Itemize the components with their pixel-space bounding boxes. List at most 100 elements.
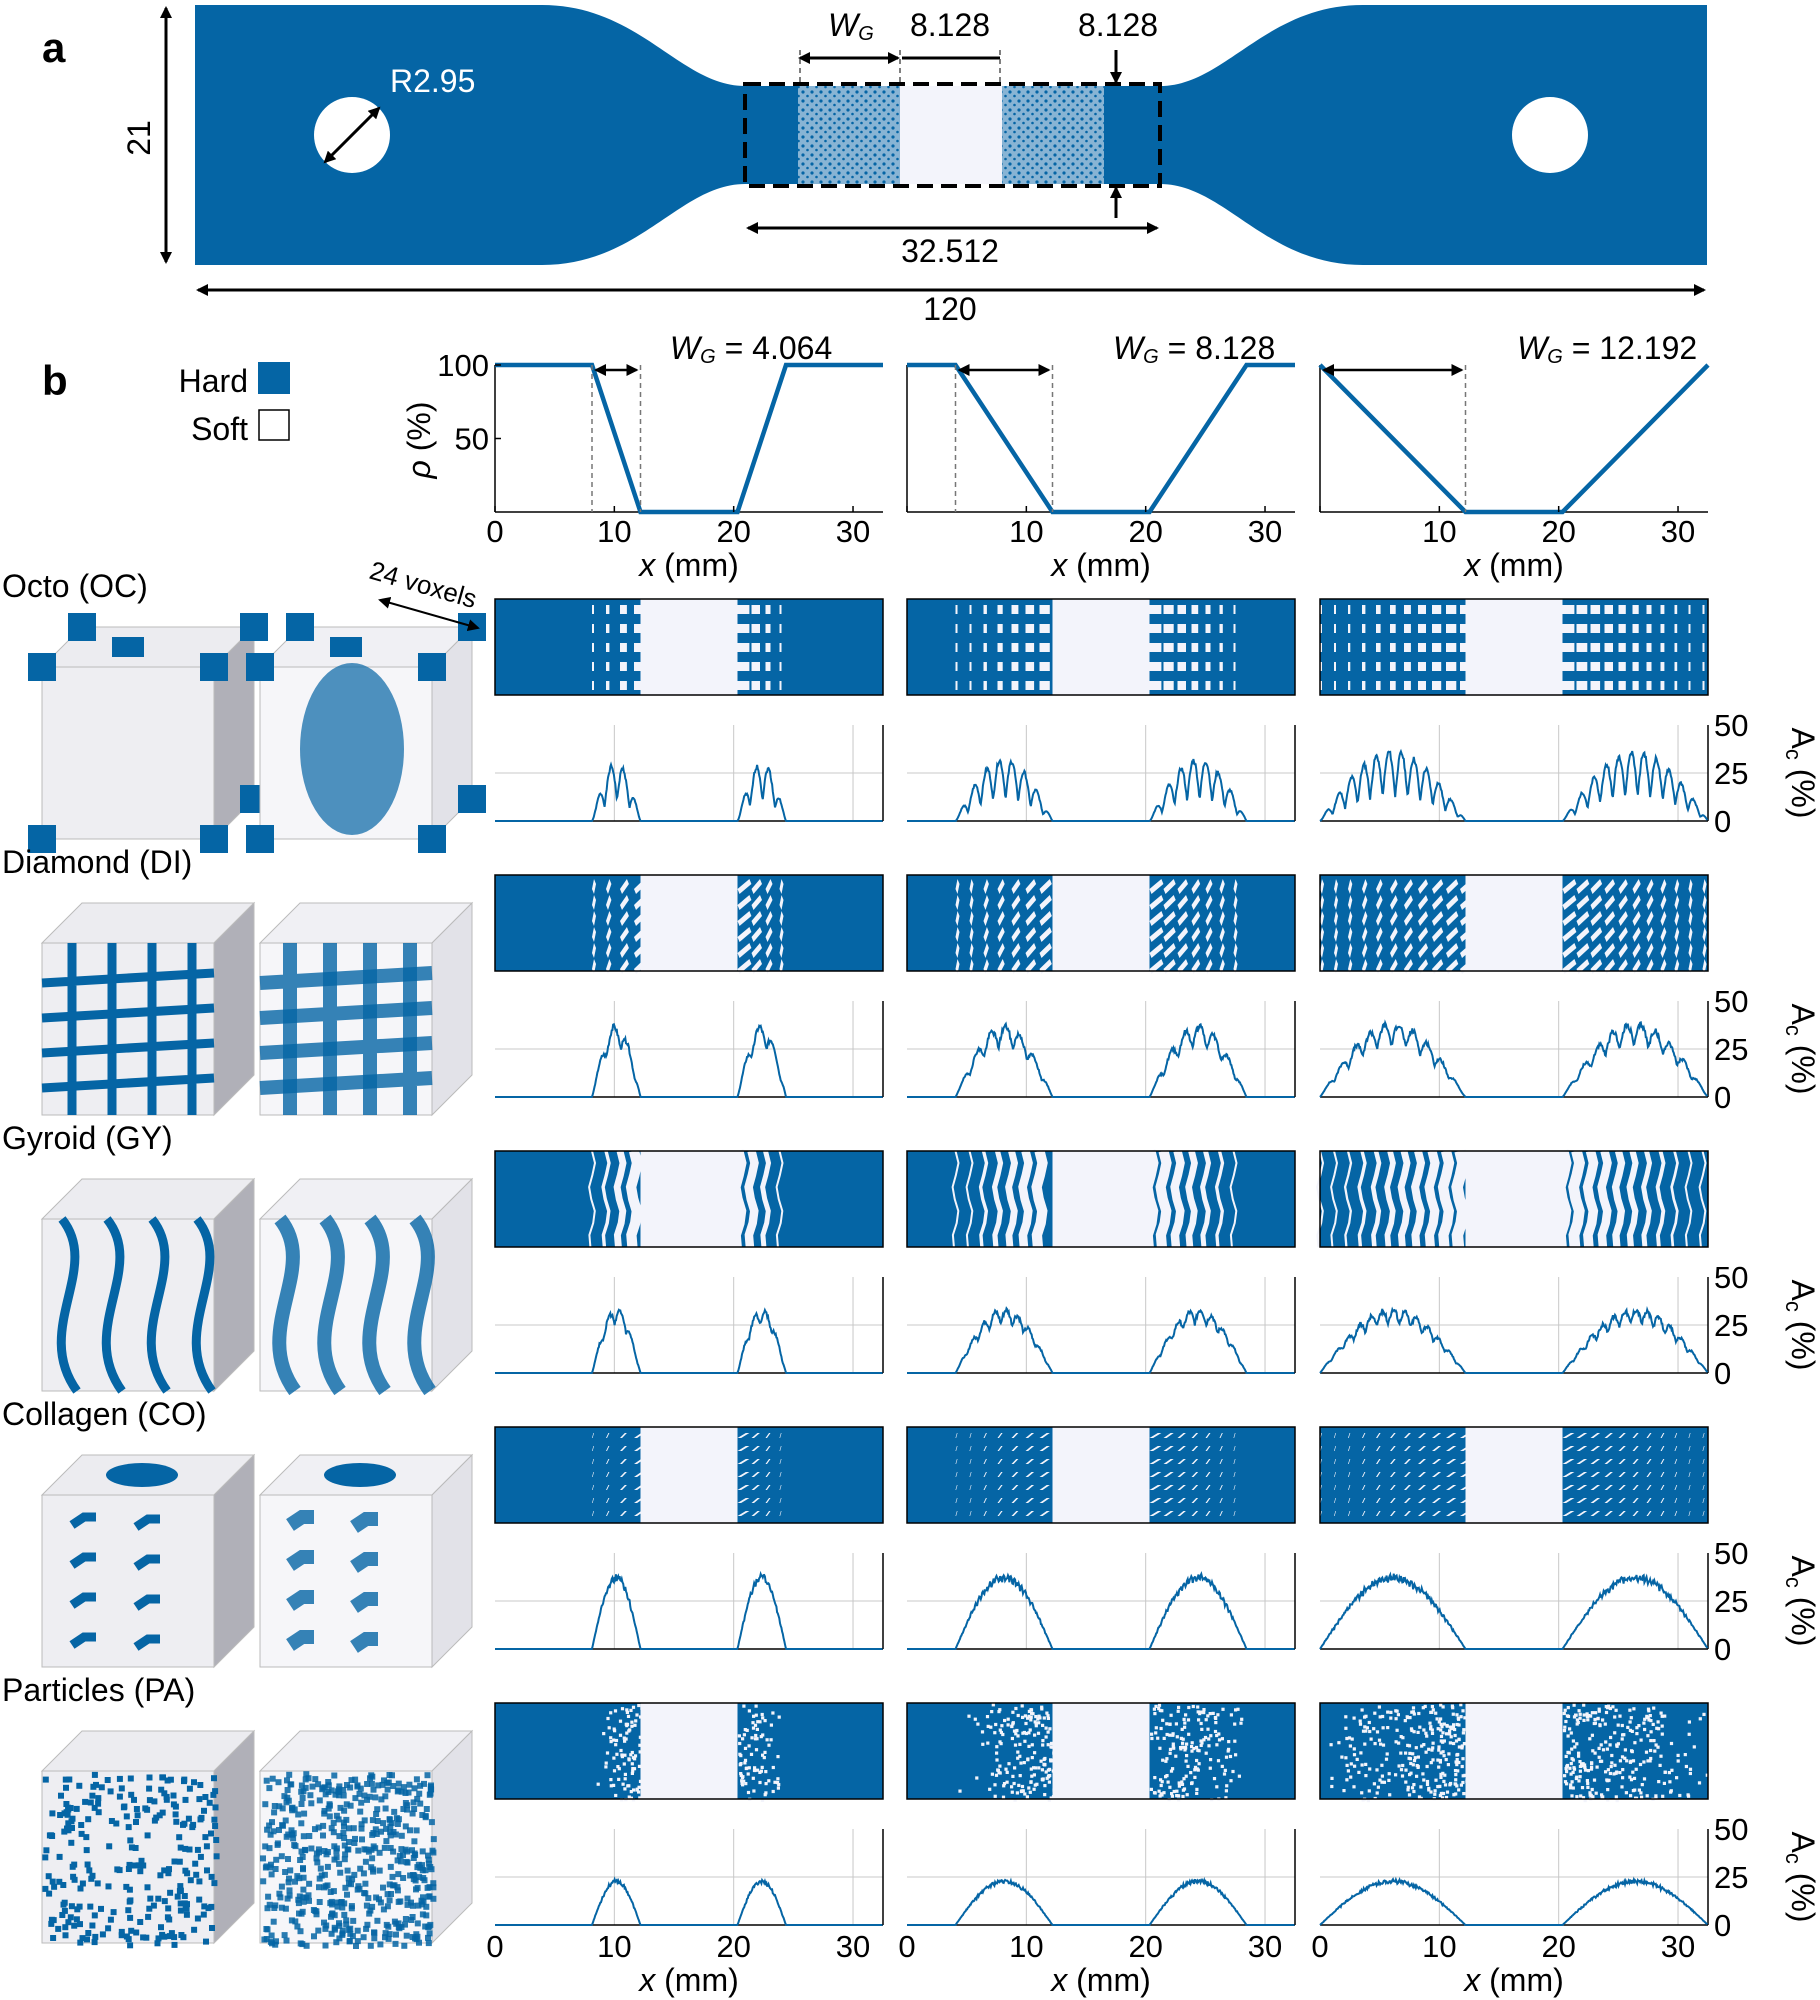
soft-particle — [1606, 1788, 1610, 1792]
soft-particle — [1366, 1799, 1370, 1803]
soft-particle — [1451, 1725, 1455, 1729]
co-cell — [1460, 1433, 1472, 1438]
x-var: x — [1049, 547, 1068, 583]
soft-particle — [1439, 1751, 1443, 1755]
di-cell — [1011, 943, 1021, 958]
soft-particle — [747, 1709, 751, 1713]
pa-particle — [159, 1774, 166, 1781]
gy-cell — [1005, 1150, 1019, 1248]
pa-particle — [387, 1863, 394, 1870]
soft-particle — [996, 1768, 1000, 1772]
pa-particle — [91, 1939, 98, 1946]
pa-particle — [341, 1835, 348, 1842]
oc-cell — [1660, 624, 1665, 633]
pa-particle — [420, 1898, 427, 1905]
soft-particle — [1184, 1746, 1188, 1750]
oc-cell — [779, 643, 782, 652]
pa-particle — [283, 1799, 290, 1806]
pa-particle — [352, 1835, 358, 1842]
rho-unit: (%) — [401, 402, 437, 461]
pa-particle — [364, 1921, 371, 1928]
soft-particle — [625, 1731, 629, 1735]
dogbone-specimen — [195, 5, 1707, 265]
density-title: WG = 12.192 — [1517, 330, 1697, 368]
cross-section-strip — [1319, 1702, 1709, 1803]
co-cell — [983, 1459, 987, 1464]
soft-particle — [1227, 1747, 1231, 1751]
co-cell — [1632, 1459, 1639, 1464]
di-cell — [1149, 911, 1164, 926]
pa-particle — [165, 1870, 172, 1877]
co-cell — [1576, 1446, 1588, 1451]
oc-cell — [1660, 643, 1665, 652]
soft-particle — [958, 1789, 962, 1793]
pa-particle — [279, 1822, 286, 1829]
soft-particle — [1630, 1729, 1634, 1733]
di-cell — [1576, 927, 1590, 942]
soft-particle — [1051, 1769, 1055, 1773]
soft-particle — [1578, 1760, 1582, 1764]
soft-particle — [759, 1735, 763, 1739]
soft-particle — [1034, 1715, 1038, 1719]
soft-particle — [1407, 1793, 1412, 1797]
pa-particle — [386, 1931, 393, 1938]
oc-cell — [955, 624, 958, 633]
soft-particle — [1023, 1792, 1027, 1796]
oc-cell — [1039, 643, 1050, 652]
soft-particle — [1330, 1776, 1334, 1780]
soft-particle — [1047, 1798, 1051, 1802]
pa-particle — [177, 1907, 184, 1914]
soft-particle — [1572, 1767, 1577, 1771]
soft-particle — [1044, 1735, 1048, 1739]
strip-frame — [906, 598, 1296, 696]
di-cell — [1632, 943, 1641, 958]
soft-particle — [1457, 1788, 1461, 1792]
soft-particle — [1449, 1735, 1453, 1739]
soft-particle — [1024, 1721, 1028, 1726]
soft-particle — [1375, 1730, 1380, 1734]
pa-particle — [265, 1893, 272, 1900]
soft-particle — [1011, 1722, 1015, 1726]
pa-particle — [426, 1923, 433, 1930]
di-cell — [1562, 911, 1577, 926]
pa-particle — [193, 1871, 200, 1878]
soft-particle — [1563, 1780, 1568, 1784]
ac-series-line — [907, 1021, 1295, 1098]
soft-particle — [1440, 1725, 1444, 1729]
soft-particle — [1216, 1713, 1220, 1717]
soft-particle — [1587, 1714, 1591, 1718]
co-cell — [1674, 1446, 1678, 1451]
soft-particle — [1013, 1743, 1018, 1747]
soft-particle — [1462, 1742, 1466, 1746]
pa-particle — [60, 1882, 67, 1888]
soft-particle — [1176, 1709, 1180, 1713]
pa-particle — [411, 1785, 418, 1792]
pa-particle — [345, 1846, 352, 1853]
soft-particle — [1607, 1778, 1611, 1782]
soft-particle — [776, 1786, 780, 1790]
pa-particle — [132, 1845, 139, 1851]
co-cell — [997, 1459, 1003, 1464]
pa-particle — [51, 1883, 58, 1890]
soft-particle — [1645, 1714, 1649, 1718]
co-cell — [1576, 1498, 1588, 1503]
pa-particle — [133, 1929, 140, 1936]
co-cell — [634, 1485, 645, 1490]
gy-cell — [1437, 1149, 1455, 1248]
soft-particle — [1157, 1707, 1161, 1711]
soft-particle — [1618, 1759, 1622, 1763]
oc-cell — [1191, 605, 1199, 614]
soft-particle — [1029, 1715, 1033, 1719]
x-tick-label: 20 — [716, 514, 750, 549]
co-cell — [1163, 1459, 1174, 1464]
oc-cell — [969, 643, 972, 652]
co-cell — [1348, 1446, 1351, 1451]
pa-particle — [264, 1905, 271, 1912]
pa-particle — [382, 1934, 388, 1941]
pa-particle — [48, 1920, 55, 1927]
co-cell — [1446, 1459, 1457, 1464]
di-cell — [1446, 895, 1459, 910]
oc-cell — [1191, 624, 1199, 633]
pa-particle — [370, 1843, 377, 1850]
soft-particle — [1621, 1776, 1625, 1780]
